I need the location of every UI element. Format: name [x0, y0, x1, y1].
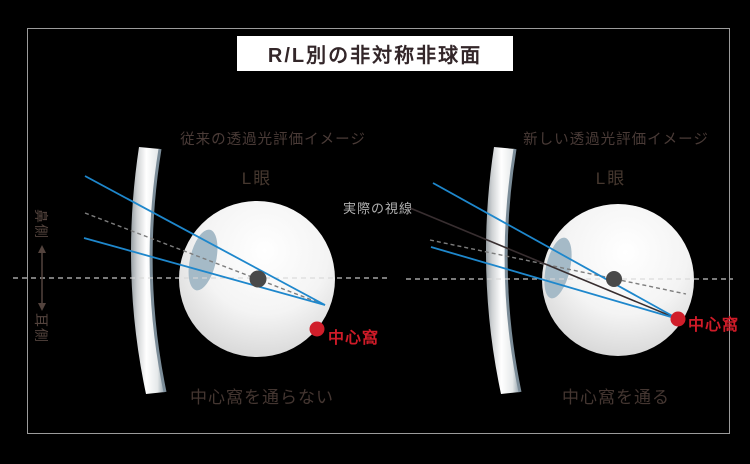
fovea-dot-left — [309, 321, 325, 337]
light-ray-lower-right — [430, 246, 679, 320]
left-fovea-label: 中心窩 — [328, 330, 380, 347]
left-panel-caption: 中心窩を通らない — [190, 388, 334, 407]
temporal-side-label: 耳側 — [33, 313, 49, 343]
spectacle-lens-right-back-surface — [504, 148, 522, 393]
actual-sight-line-right — [409, 207, 679, 320]
assumed-sight-line-dashed-left — [84, 212, 326, 306]
assumed-sight-line-dashed-right — [429, 239, 687, 295]
crystalline-lens-left — [188, 229, 218, 291]
right-eye-diagram — [406, 147, 733, 394]
left-eye-label: L眼 — [241, 169, 273, 188]
nasal-temporal-arrow — [38, 245, 46, 311]
light-ray-upper-left — [84, 175, 326, 306]
panel-border — [27, 28, 730, 434]
spectacle-lens-right — [485, 147, 520, 394]
right-eye-label: L眼 — [595, 169, 627, 188]
left-eye-diagram — [13, 147, 390, 394]
right-panel-subtitle: 新しい透過光評価イメージ — [523, 132, 709, 148]
eye-center-dot-left — [249, 270, 267, 288]
spectacle-lens-left — [130, 147, 165, 394]
nasal-side-label: 鼻側 — [33, 209, 49, 239]
crystalline-lens-right — [544, 237, 572, 299]
actual-sight-line-label: 実際の視線 — [343, 201, 414, 216]
right-panel-caption: 中心窩を通る — [562, 388, 670, 407]
page-title: R/L別の非対称非球面 — [267, 45, 483, 67]
fovea-dot-right — [670, 311, 686, 327]
spectacle-lens-left-back-surface — [149, 148, 167, 393]
right-fovea-label: 中心窩 — [688, 317, 740, 334]
title-box: R/L別の非対称非球面 — [237, 36, 513, 71]
light-ray-upper-right — [432, 182, 679, 320]
left-panel-subtitle: 従来の透過光評価イメージ — [180, 132, 366, 148]
eye-center-dot-right — [606, 271, 622, 287]
light-ray-lower-left — [83, 237, 326, 306]
